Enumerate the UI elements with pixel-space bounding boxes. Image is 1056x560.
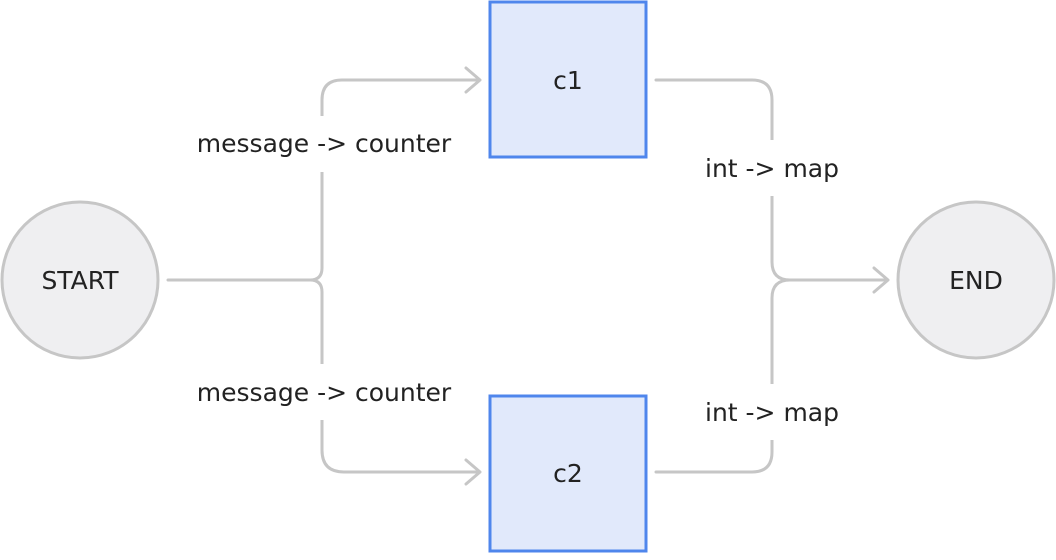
- arrowhead-icon: [464, 66, 482, 94]
- edge-start-c2: [308, 278, 482, 486]
- start-node: START: [0, 200, 160, 360]
- arrowhead-icon: [464, 458, 482, 486]
- c1-node-label: c1: [553, 66, 583, 95]
- edge-label-start-c1: message -> counter: [197, 129, 452, 158]
- c2-node-label: c2: [553, 459, 583, 488]
- start-node-label: START: [41, 266, 119, 295]
- end-node-label: END: [949, 266, 1003, 295]
- c1-node: c1: [488, 0, 648, 159]
- edge-start-c1: [166, 66, 482, 282]
- edge-c2-end: [654, 278, 792, 474]
- arrowhead-icon: [872, 266, 890, 294]
- edge-label-c2-end: int -> map: [705, 398, 839, 427]
- edge-label-c1-end: int -> map: [705, 154, 839, 183]
- c2-node: c2: [488, 394, 648, 553]
- edge-label-start-c2: message -> counter: [197, 378, 452, 407]
- end-node: END: [896, 200, 1056, 360]
